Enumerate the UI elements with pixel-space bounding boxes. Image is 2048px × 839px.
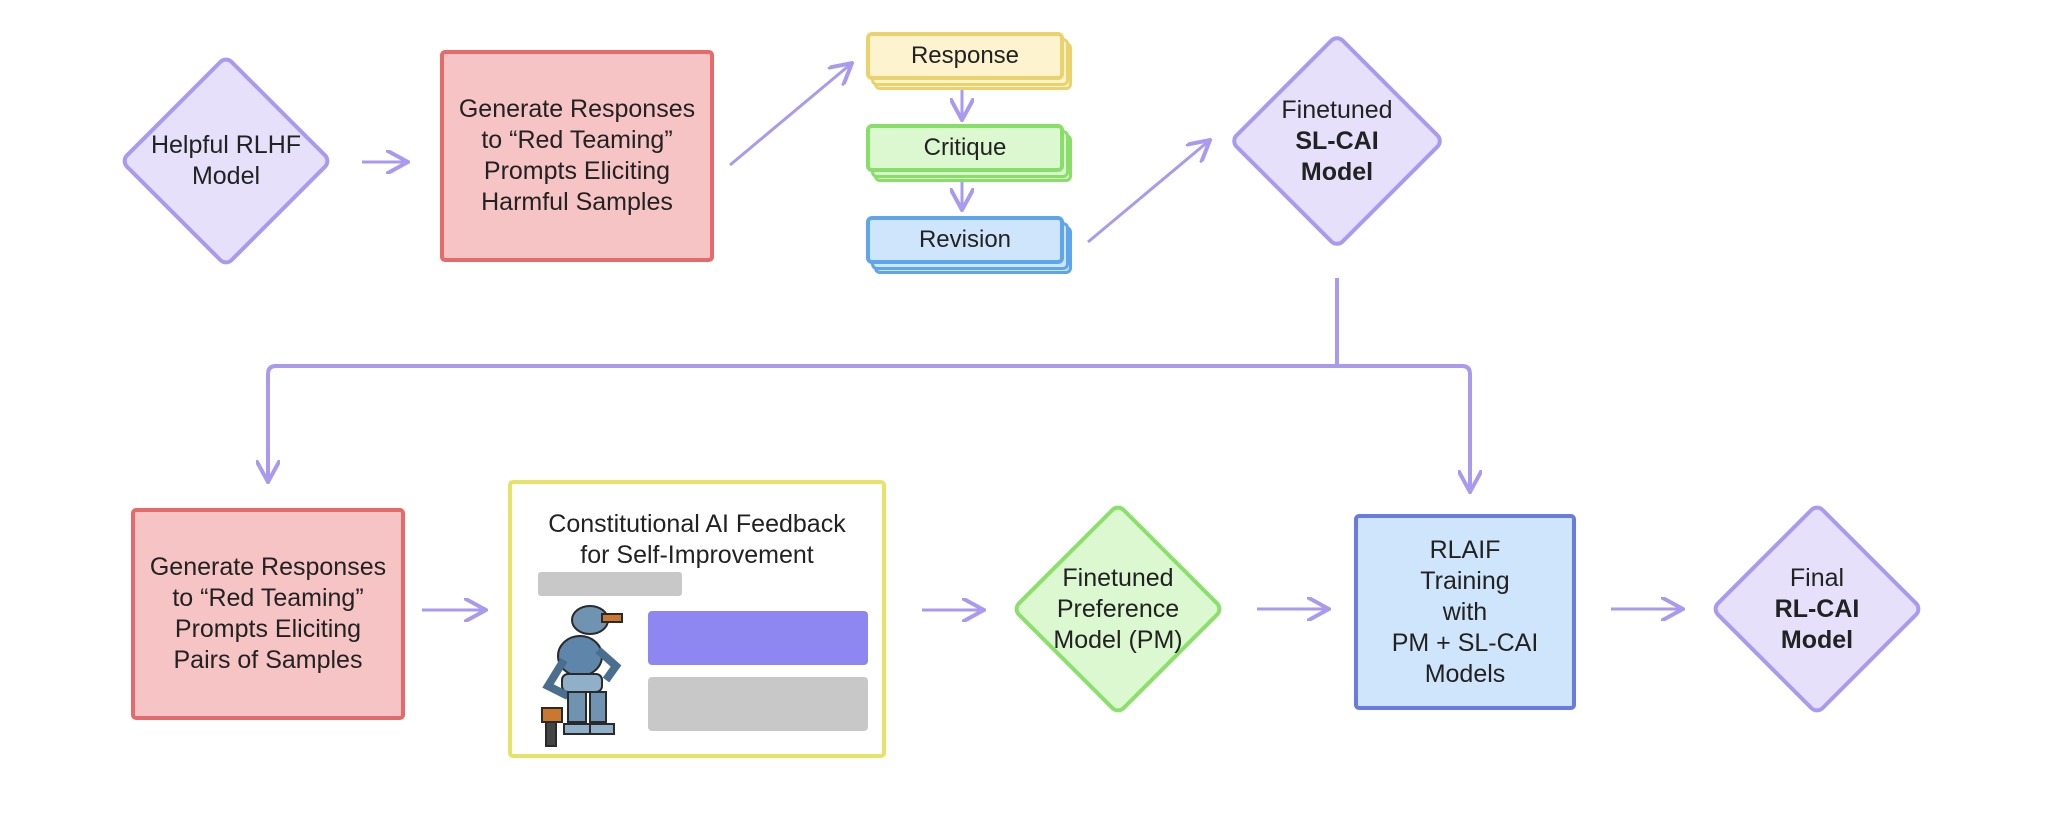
generate-pairs-label: Generate Responses to “Red Teaming” Prom…: [149, 553, 387, 674]
finetuned-sl-cai-node: Finetuned SL-CAI Model: [1227, 31, 1447, 251]
purple-message-bar: [648, 611, 868, 665]
connector-to-rlaif: [1337, 364, 1470, 492]
model-line: Model: [1780, 625, 1854, 654]
final-line: Final: [1789, 563, 1845, 592]
robot-thinker-icon: [541, 605, 623, 747]
final-rl-cai-label: Final RL-CAI Model: [1708, 500, 1926, 718]
constitutional-feedback-box: Constitutional AI Feedback for Self-Impr…: [508, 480, 886, 758]
model-line: Model: [1300, 157, 1374, 186]
response-pill: Response: [866, 32, 1064, 80]
generate-harmful-samples-label: Generate Responses to “Red Teaming” Prom…: [458, 95, 696, 216]
generate-harmful-samples-box: Generate Responses to “Red Teaming” Prom…: [440, 50, 714, 262]
helpful-rlhf-model-label: Helpful RLHF Model: [150, 131, 302, 190]
finetuned-sl-cai-label: Finetuned SL-CAI Model: [1227, 31, 1447, 251]
sl-cai-line: SL-CAI: [1295, 126, 1379, 155]
revision-pill: Revision: [866, 216, 1064, 264]
gray-placeholder-bar: [538, 572, 682, 596]
gray-message-bar: [648, 677, 868, 731]
critique-pill: Critique: [866, 124, 1064, 172]
final-rl-cai-node: Final RL-CAI Model: [1708, 500, 1926, 718]
preference-model-node: Finetuned Preference Model (PM): [1009, 500, 1227, 718]
preference-model-label: Finetuned Preference Model (PM): [1053, 563, 1183, 654]
generate-pairs-box: Generate Responses to “Red Teaming” Prom…: [131, 508, 405, 720]
arrow-generate-to-response: [729, 63, 852, 167]
rl-cai-line: RL-CAI: [1774, 594, 1860, 623]
arrow-revision-to-finetuned: [1087, 140, 1210, 244]
constitutional-feedback-title: Constitutional AI Feedback for Self-Impr…: [548, 510, 846, 569]
finetuned-line: Finetuned: [1281, 95, 1393, 124]
helpful-rlhf-model-node: Helpful RLHF Model: [118, 53, 334, 269]
connector-to-generate-pairs: [268, 364, 1337, 482]
rlaif-training-label: RLAIF Training with PM + SL-CAI Models: [1391, 535, 1539, 688]
rlaif-training-box: RLAIF Training with PM + SL-CAI Models: [1354, 514, 1576, 710]
